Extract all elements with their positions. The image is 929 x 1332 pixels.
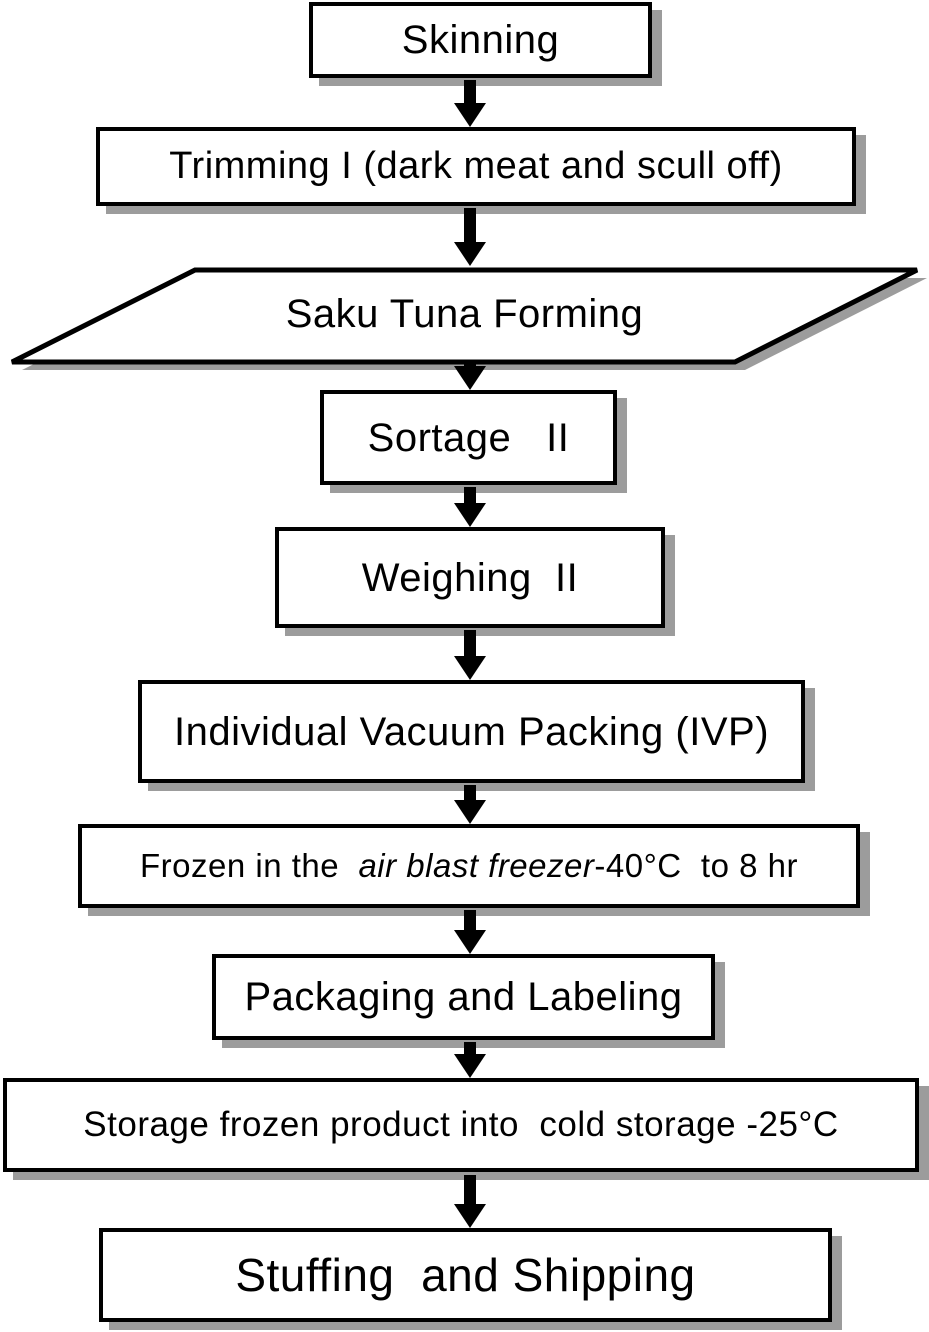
flow-node-trimming: Trimming I (dark meat and scull off) (96, 127, 856, 206)
arrow-shaft (464, 910, 476, 930)
flow-node-weighing: Weighing II (275, 527, 665, 628)
flow-arrow-9 (454, 1175, 486, 1228)
node-label-stuffing: Stuffing and Shipping (235, 1248, 696, 1301)
frozen-label-prefix: Frozen in the (139, 846, 359, 884)
arrow-shaft (464, 1042, 476, 1054)
arrow-head-icon (454, 503, 486, 527)
arrow-head-icon (454, 242, 486, 266)
arrow-shaft (464, 1175, 476, 1204)
arrow-shaft (464, 785, 476, 800)
arrow-head-icon (454, 366, 486, 390)
arrow-shaft (464, 80, 476, 103)
flow-arrow-2 (454, 208, 486, 266)
arrow-head-icon (454, 1204, 486, 1228)
node-label-storage: Storage frozen product into cold storage… (83, 1104, 839, 1144)
arrow-head-icon (454, 103, 486, 127)
arrow-head-icon (454, 930, 486, 954)
flow-arrow-7 (454, 910, 486, 954)
arrow-head-icon (454, 800, 486, 824)
flow-arrow-8 (454, 1042, 486, 1078)
flow-arrow-4 (454, 487, 486, 527)
flow-node-sortage: Sortage II (320, 390, 617, 485)
arrow-shaft (464, 208, 476, 242)
arrow-head-icon (454, 1054, 486, 1078)
arrow-shaft (464, 364, 476, 366)
flow-node-storage: Storage frozen product into cold storage… (3, 1078, 919, 1172)
node-label-weighing: Weighing II (361, 555, 579, 600)
flow-arrow-5 (454, 630, 486, 680)
flow-arrow-3 (454, 364, 486, 390)
frozen-label-suffix: -40°C to 8 hr (594, 846, 798, 884)
parallelogram-svg (10, 267, 927, 370)
node-label-trimming: Trimming I (dark meat and scull off) (169, 144, 783, 187)
node-label-sortage: Sortage II (367, 415, 570, 460)
flow-node-skinning: Skinning (309, 2, 652, 78)
flow-node-frozen: Frozen in the air blast freezer-40°C to … (78, 824, 860, 908)
parallelogram-shape (10, 267, 919, 365)
flow-node-packaging: Packaging and Labeling (212, 954, 715, 1040)
node-label-frozen: Frozen in the air blast freezer-40°C to … (139, 846, 798, 884)
flow-node-saku-tuna-forming: Saku Tuna Forming (0, 266, 929, 378)
flow-arrow-6 (454, 785, 486, 824)
node-label-ivp: Individual Vacuum Packing (IVP) (173, 709, 770, 754)
frozen-label-italic: air blast freezer (358, 846, 595, 884)
arrow-shaft (464, 630, 476, 656)
flow-arrow-1 (454, 80, 486, 127)
arrow-shaft (464, 487, 476, 503)
arrow-head-icon (454, 656, 486, 680)
node-label-saku-tuna-forming: Saku Tuna Forming (285, 292, 644, 336)
node-label-packaging: Packaging and Labeling (244, 975, 683, 1019)
flow-node-ivp: Individual Vacuum Packing (IVP) (138, 680, 805, 783)
flow-node-stuffing: Stuffing and Shipping (99, 1228, 832, 1322)
node-label-skinning: Skinning (401, 18, 560, 62)
